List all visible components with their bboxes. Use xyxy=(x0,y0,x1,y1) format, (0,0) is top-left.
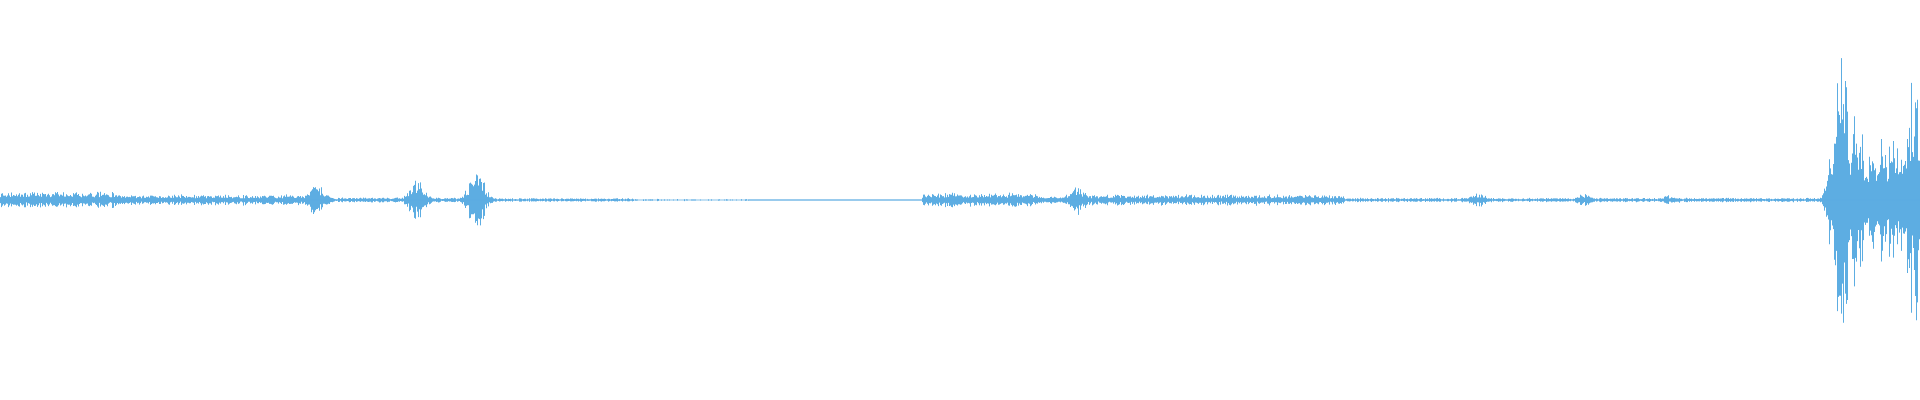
waveform-path xyxy=(0,58,1920,323)
waveform-samples xyxy=(0,58,1920,323)
